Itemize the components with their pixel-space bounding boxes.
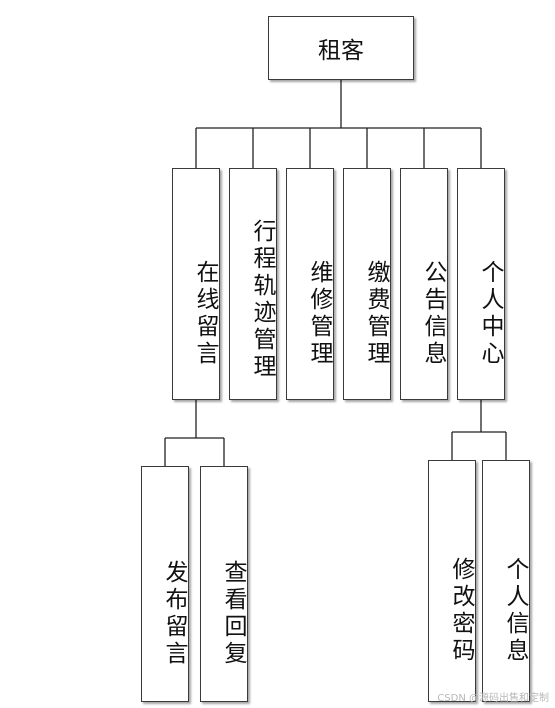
module-trajectory: 行程轨迹管理 xyxy=(229,168,277,400)
module-online-message: 在线留言 xyxy=(172,168,220,400)
module-label: 缴费管理 xyxy=(363,260,389,368)
module-label: 公告信息 xyxy=(420,260,446,368)
submodule-label: 查看回复 xyxy=(220,560,246,668)
module-payment: 缴费管理 xyxy=(343,168,391,400)
root-label: 租客 xyxy=(318,38,364,64)
submodule-personal-info: 个人信息 xyxy=(482,460,530,702)
module-label: 在线留言 xyxy=(192,260,218,368)
module-label: 维修管理 xyxy=(306,260,332,368)
module-label: 行程轨迹管理 xyxy=(249,219,275,381)
module-personal-center: 个人中心 xyxy=(457,168,505,400)
submodule-change-password: 修改密码 xyxy=(428,460,476,702)
submodule-label: 发布留言 xyxy=(161,560,187,668)
submodule-view-reply: 查看回复 xyxy=(200,466,248,702)
module-repair: 维修管理 xyxy=(286,168,334,400)
module-label: 个人中心 xyxy=(477,260,503,368)
submodule-label: 修改密码 xyxy=(448,557,474,665)
module-announcement: 公告信息 xyxy=(400,168,448,400)
watermark: CSDN @源码出售和定制 xyxy=(437,693,549,704)
submodule-label: 个人信息 xyxy=(502,557,528,665)
submodule-post-message: 发布留言 xyxy=(141,466,189,702)
root-node: 租客 xyxy=(268,16,414,80)
